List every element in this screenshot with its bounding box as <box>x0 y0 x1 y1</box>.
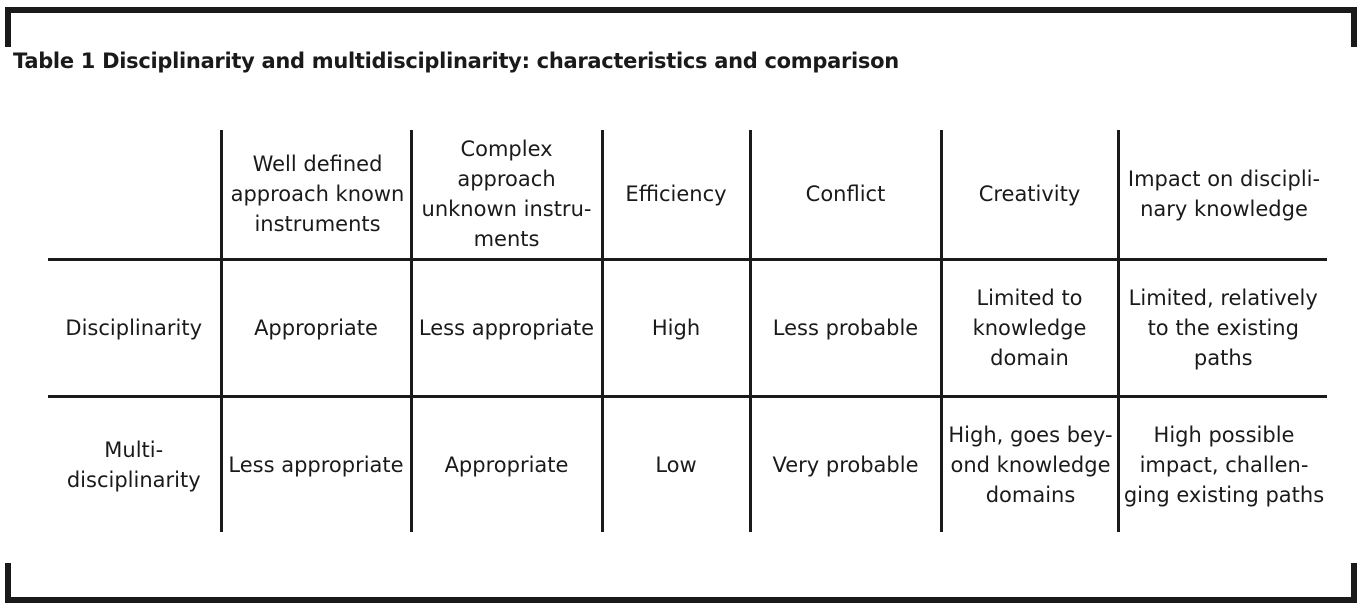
table-row-disciplinarity: Disciplinarity Appropriate Less appropri… <box>48 258 1327 397</box>
cell-multidisciplinarity-creativity: High, goes bey-ond knowledge domains <box>939 395 1118 532</box>
frame-top-rule <box>5 7 1357 13</box>
cell-disciplinarity-creativity: Limited to knowledge domain <box>939 258 1118 397</box>
frame-top-right-corner <box>1351 7 1357 47</box>
comparison-table: Well defined approach known instruments … <box>48 130 1327 532</box>
header-cell-well-defined-approach: Well defined approach known instruments <box>219 130 411 260</box>
header-cell-efficiency: Efficiency <box>600 130 750 260</box>
cell-disciplinarity-complex: Less appropriate <box>409 258 602 397</box>
cell-disciplinarity-efficiency: High <box>600 258 750 397</box>
cell-disciplinarity-well-defined: Appropriate <box>219 258 411 397</box>
frame-bottom-left-corner <box>5 563 11 603</box>
header-cell-complex-approach: Complex approach unknown instru-ments <box>409 130 602 260</box>
header-cell-conflict: Conflict <box>748 130 941 260</box>
cell-multidisciplinarity-efficiency: Low <box>600 395 750 532</box>
cell-multidisciplinarity-complex: Appropriate <box>409 395 602 532</box>
row-label-disciplinarity: Disciplinarity <box>48 258 221 397</box>
header-corner-cell <box>48 130 221 260</box>
table-caption-text: Disciplinarity and multidisciplinarity: … <box>102 49 899 73</box>
table-row-multidisciplinarity: Multi-disciplinarity Less appropriate Ap… <box>48 395 1327 532</box>
table-header-row: Well defined approach known instruments … <box>48 130 1327 260</box>
row-label-multidisciplinarity: Multi-disciplinarity <box>48 395 221 532</box>
cell-multidisciplinarity-impact: High possible impact, challen-ging exist… <box>1116 395 1327 532</box>
cell-multidisciplinarity-conflict: Very probable <box>748 395 941 532</box>
frame-bottom-right-corner <box>1351 563 1357 603</box>
frame-bottom-rule <box>5 597 1357 603</box>
cell-disciplinarity-impact: Limited, relatively to the existing path… <box>1116 258 1327 397</box>
header-cell-impact: Impact on discipli-nary knowledge <box>1116 130 1327 260</box>
table-caption-label: Table 1 <box>13 49 96 73</box>
cell-multidisciplinarity-well-defined: Less appropriate <box>219 395 411 532</box>
cell-disciplinarity-conflict: Less probable <box>748 258 941 397</box>
header-cell-creativity: Creativity <box>939 130 1118 260</box>
table-caption: Table 1 Disciplinarity and multidiscipli… <box>13 49 899 73</box>
frame-top-left-corner <box>5 7 11 47</box>
